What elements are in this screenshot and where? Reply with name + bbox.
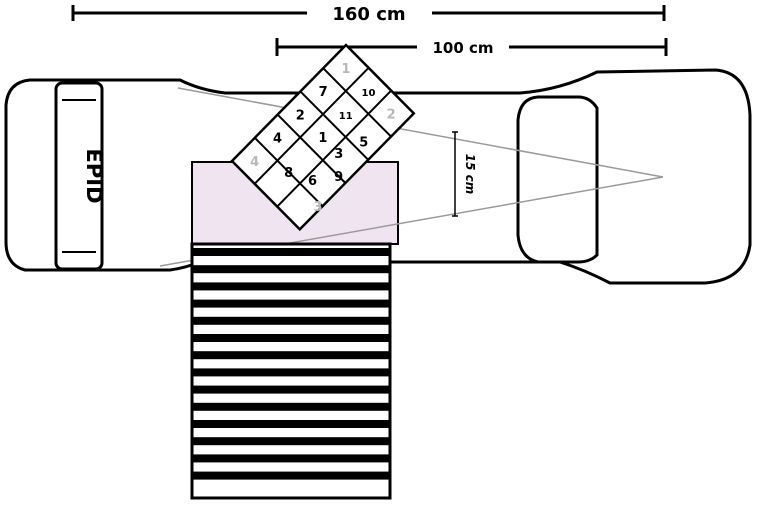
grid-line bbox=[254, 137, 324, 207]
grid-cell-label: 7 bbox=[319, 85, 328, 100]
couch-slat bbox=[192, 402, 390, 411]
grid-cell-label: 2 bbox=[296, 108, 305, 123]
grid-cell-label: 11 bbox=[339, 111, 353, 122]
grid-cell-label: 1 bbox=[318, 131, 327, 146]
grid-cell-label: 1 bbox=[341, 62, 350, 77]
couch-slat bbox=[192, 471, 390, 480]
grid-cell-label: 4 bbox=[273, 132, 282, 147]
field-size-label: 15 cm bbox=[463, 154, 477, 195]
grid-line bbox=[322, 67, 392, 138]
epid-panel: EPID bbox=[54, 81, 106, 271]
grid-cell-label: 3 bbox=[314, 200, 323, 215]
grid-cell-label: 3 bbox=[334, 147, 343, 162]
grid-cell-label: 8 bbox=[284, 166, 293, 181]
grid-line bbox=[276, 89, 392, 208]
grid-cell-label: 5 bbox=[359, 135, 368, 150]
couch-slat bbox=[192, 334, 390, 342]
grid-cell-label: 4 bbox=[250, 155, 259, 170]
couch-slat bbox=[192, 368, 390, 377]
couch-slat bbox=[192, 282, 390, 291]
couch-slat bbox=[192, 265, 390, 274]
dimension-100-label: 100 cm bbox=[432, 39, 493, 57]
grid-line bbox=[253, 67, 370, 185]
grid-cell-label: 9 bbox=[334, 170, 343, 185]
dimension-160cm: 160 cm bbox=[71, 4, 666, 25]
couch-slat bbox=[192, 385, 390, 394]
epid-label: EPID bbox=[82, 149, 106, 204]
grid-outline bbox=[230, 43, 416, 232]
couch-slat bbox=[192, 420, 390, 428]
couch-slat bbox=[192, 454, 390, 463]
dimension-160-label: 160 cm bbox=[332, 4, 405, 25]
couch-slat bbox=[192, 351, 390, 360]
grid-cell-label: 6 bbox=[308, 174, 317, 189]
treatment-head bbox=[516, 95, 599, 264]
grid-line bbox=[299, 90, 369, 161]
grid-cell-label: 2 bbox=[387, 108, 396, 123]
couch-slat bbox=[192, 316, 390, 325]
couch-slat bbox=[192, 248, 390, 256]
grid-cell-label: 10 bbox=[362, 88, 376, 99]
treatment-couch bbox=[190, 242, 392, 500]
couch-slat bbox=[192, 299, 390, 308]
couch-slat bbox=[192, 437, 390, 446]
couch-slats bbox=[192, 248, 390, 480]
grid-line bbox=[276, 113, 347, 184]
field-size-marker: 15 cm bbox=[452, 131, 477, 217]
